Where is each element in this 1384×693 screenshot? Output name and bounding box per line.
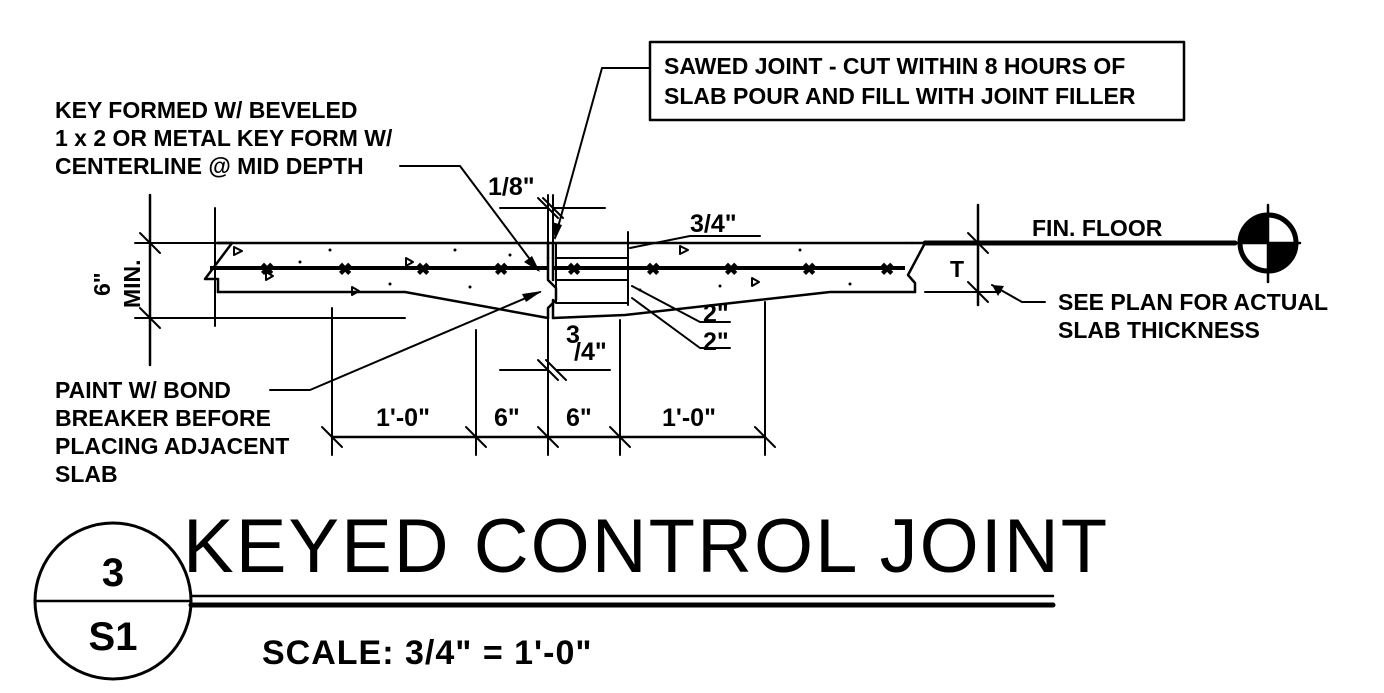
title-block: 3 S1 KEYED CONTROL JOINT SCALE: 3/4" = 1… [33, 504, 1109, 681]
svg-text:✖: ✖ [260, 260, 274, 279]
finish-floor-datum: FIN. FLOOR [922, 203, 1302, 284]
slab-thickness-dimension: T SEE PLAN FOR ACTUAL SLAB THICKNESS [924, 203, 1328, 343]
paint-line3: PLACING ADJACENT [55, 433, 289, 459]
drawing-title: KEYED CONTROL JOINT [183, 504, 1109, 589]
dim-one-foot-right: 1'-0" [662, 404, 716, 432]
svg-text:✖: ✖ [724, 260, 738, 279]
paint-bond-breaker-note: PAINT W/ BOND BREAKER BEFORE PLACING ADJ… [55, 291, 542, 487]
detail-number: 3 [102, 551, 124, 595]
see-plan-note-line2: SLAB THICKNESS [1058, 317, 1260, 343]
see-plan-note-line1: SEE PLAN FOR ACTUAL [1058, 289, 1328, 315]
fin-floor-label: FIN. FLOOR [1032, 215, 1163, 241]
eighth-inch-dimension: 1/8" [488, 173, 606, 244]
thickness-symbol: T [950, 256, 964, 282]
sawed-joint-note: SAWED JOINT - CUT WITHIN 8 HOURS OF SLAB… [552, 40, 1186, 240]
svg-text:✖: ✖ [567, 260, 581, 279]
key-formed-line3: CENTERLINE @ MID DEPTH [55, 153, 364, 179]
dim-one-foot-left: 1'-0" [376, 404, 430, 432]
key-formed-line2: 1 x 2 OR METAL KEY FORM W/ [55, 125, 393, 151]
svg-text:✖: ✖ [802, 260, 816, 279]
dim-six-right: 6" [566, 404, 592, 432]
svg-text:✖: ✖ [416, 260, 430, 279]
three-quarter-bottom-dimension: 3 /4" [499, 321, 611, 381]
concrete-slab: ✖ ✖ ✖ ✖ ✖ ✖ ✖ ✖ ✖ [203, 241, 927, 320]
paint-line2: BREAKER BEFORE [55, 405, 271, 431]
three-quarter-bottom-den: /4" [574, 338, 607, 366]
two-inch-dimensions: 2" 2" [627, 269, 731, 356]
sawed-joint-line1: SAWED JOINT - CUT WITHIN 8 HOURS OF [664, 53, 1125, 79]
horizontal-dimension-string: 1'-0" 6" 6" 1'-0" [321, 301, 776, 456]
three-quarter-top-label: 3/4" [690, 210, 737, 238]
paint-line4: SLAB [55, 461, 118, 487]
sawed-joint-line2: SLAB POUR AND FILL WITH JOINT FILLER [664, 83, 1136, 109]
three-quarter-top-dimension: 3/4" [627, 210, 761, 263]
concrete-hatch [233, 245, 852, 296]
key-formed-note: KEY FORMED W/ BEVELED 1 x 2 OR METAL KEY… [55, 97, 540, 272]
svg-text:✖: ✖ [880, 260, 894, 279]
sheet-number: S1 [89, 615, 138, 659]
paint-line1: PAINT W/ BOND [55, 377, 231, 403]
six-inch-min-dimension: 6" MIN. [89, 193, 406, 367]
svg-text:✖: ✖ [646, 260, 660, 279]
rebar-crosses: ✖ ✖ ✖ ✖ ✖ ✖ ✖ ✖ ✖ [260, 260, 894, 279]
svg-text:✖: ✖ [494, 260, 508, 279]
dim-six-left: 6" [494, 404, 520, 432]
eighth-inch-label: 1/8" [488, 173, 535, 201]
key-formed-line1: KEY FORMED W/ BEVELED [55, 97, 357, 123]
six-min-label: 6" [89, 272, 115, 296]
two-inch-label-b: 2" [703, 328, 729, 356]
min-label: MIN. [119, 259, 145, 308]
two-inch-label-a: 2" [703, 300, 729, 328]
three-quarter-bottom-num: 3 [566, 321, 580, 349]
svg-text:✖: ✖ [338, 260, 352, 279]
drawing-scale: SCALE: 3/4" = 1'-0" [262, 634, 592, 672]
